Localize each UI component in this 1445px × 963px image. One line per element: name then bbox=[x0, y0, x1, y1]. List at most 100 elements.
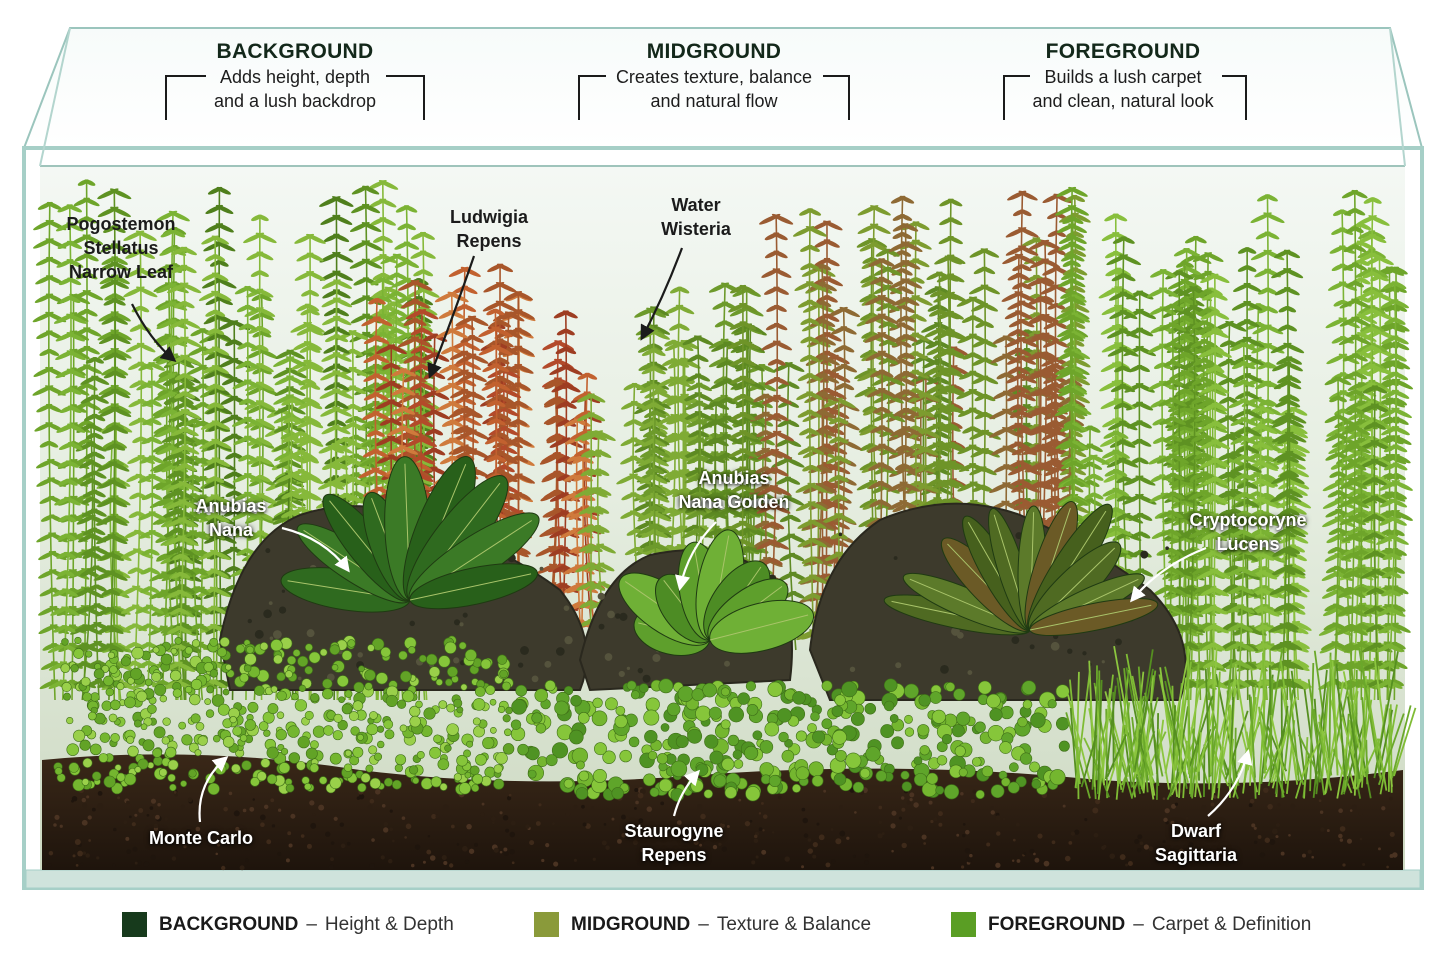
plant-leaf bbox=[82, 234, 104, 245]
plant-leaf bbox=[191, 474, 203, 482]
plant-leaf bbox=[69, 312, 89, 322]
plant-leaf bbox=[216, 332, 232, 341]
plant-leaf bbox=[256, 251, 274, 261]
plant-leaf bbox=[92, 546, 111, 556]
plant-leaf bbox=[61, 624, 76, 633]
plant-leaf bbox=[214, 277, 237, 289]
plant-leaf bbox=[420, 269, 434, 277]
plant-leaf bbox=[216, 186, 231, 195]
plant-leaf bbox=[332, 424, 351, 435]
plant-leaf bbox=[215, 350, 234, 361]
plant-leaf bbox=[136, 267, 156, 278]
plant-leaf bbox=[352, 434, 368, 443]
plant-leaf bbox=[332, 363, 351, 373]
plant-leaf bbox=[285, 422, 306, 433]
plant-leaf bbox=[46, 349, 60, 356]
plant-leaf bbox=[191, 418, 206, 427]
plant-leaf bbox=[306, 363, 324, 373]
plant-leaf bbox=[307, 494, 319, 501]
plant-leaf bbox=[212, 383, 226, 391]
plant-leaf bbox=[65, 478, 78, 486]
plant-leaf bbox=[285, 477, 305, 488]
plant-leaf bbox=[111, 316, 128, 325]
plant-leaf bbox=[182, 401, 198, 410]
plant-leaf bbox=[243, 416, 264, 427]
plant-leaf bbox=[109, 188, 132, 200]
plant-leaf bbox=[83, 327, 102, 337]
plant-leaf bbox=[84, 179, 96, 186]
plant-leaf bbox=[333, 345, 350, 354]
plant-leaf bbox=[403, 205, 418, 213]
plant-leaf bbox=[182, 383, 199, 392]
plant-leaf bbox=[63, 551, 76, 559]
plant-leaf bbox=[212, 476, 225, 484]
plant-leaf bbox=[256, 363, 274, 373]
plant-leaf bbox=[70, 551, 83, 559]
plant-leaf bbox=[46, 256, 64, 266]
zone-brackets bbox=[165, 75, 1247, 120]
plant-stem bbox=[61, 206, 72, 701]
plant-leaf bbox=[244, 529, 259, 538]
plant-leaf bbox=[353, 491, 368, 499]
plant-leaf bbox=[88, 460, 104, 469]
plant-leaf bbox=[378, 179, 399, 190]
plant-leaf bbox=[67, 295, 81, 304]
plant-leaf bbox=[190, 455, 208, 465]
plant-leaf bbox=[111, 352, 127, 361]
plant-leaf bbox=[111, 550, 125, 559]
plant-leaf bbox=[66, 258, 84, 268]
plant-leaf bbox=[112, 370, 127, 379]
plant-leaf bbox=[70, 367, 87, 376]
plant-leaf bbox=[193, 586, 211, 596]
plant-leaf bbox=[211, 272, 229, 282]
plant-leaf bbox=[196, 623, 210, 631]
plant-leaf bbox=[83, 401, 102, 411]
plant-leaf bbox=[110, 642, 129, 652]
plant-leaf bbox=[66, 368, 86, 379]
plant-leaf bbox=[333, 233, 350, 243]
plant-leaf bbox=[307, 457, 319, 464]
plant-leaf bbox=[285, 367, 308, 379]
plant-leaf bbox=[258, 348, 278, 359]
plant-leaf bbox=[297, 449, 316, 460]
plant-leaf bbox=[303, 359, 324, 370]
plant-leaf bbox=[350, 404, 364, 412]
plant-leaf bbox=[380, 235, 393, 243]
plant-leaf bbox=[89, 551, 103, 559]
plant-leaf bbox=[209, 679, 228, 689]
plant-leaf bbox=[62, 588, 79, 597]
plant-leaf bbox=[210, 512, 230, 523]
plant-leaf bbox=[328, 463, 341, 471]
plant-leaf bbox=[46, 440, 59, 448]
plant-leaf bbox=[136, 286, 158, 298]
plant-leaf bbox=[45, 275, 64, 285]
plant-leaf bbox=[304, 303, 320, 312]
plant-leaf bbox=[212, 254, 226, 262]
plant-leaf bbox=[255, 418, 276, 429]
plant-leaf bbox=[83, 345, 100, 355]
plant-leaf bbox=[307, 345, 321, 353]
plant-leaf bbox=[211, 438, 232, 449]
plant-leaf bbox=[136, 342, 156, 353]
plant-leaf bbox=[64, 496, 81, 506]
plant-leaf bbox=[91, 527, 106, 536]
plant-leaf bbox=[194, 604, 211, 614]
plant-leaf bbox=[88, 478, 103, 487]
plant-leaf bbox=[91, 508, 107, 517]
plant-leaf bbox=[333, 307, 350, 317]
plant-leaf bbox=[66, 350, 86, 361]
plant-leaf bbox=[67, 277, 82, 286]
plant-leaf bbox=[178, 603, 196, 613]
plant-leaf bbox=[91, 470, 107, 479]
plant-leaf bbox=[83, 364, 103, 374]
plant-leaf bbox=[327, 481, 345, 490]
plant-leaf bbox=[70, 404, 87, 413]
plant-leaf bbox=[66, 240, 83, 249]
plant-leaf bbox=[211, 290, 232, 302]
plant-leaf bbox=[328, 445, 345, 454]
plant-leaf bbox=[110, 495, 131, 506]
plant-leaf bbox=[419, 231, 435, 240]
plant-stem bbox=[132, 232, 143, 701]
plant-leaf bbox=[416, 351, 429, 358]
